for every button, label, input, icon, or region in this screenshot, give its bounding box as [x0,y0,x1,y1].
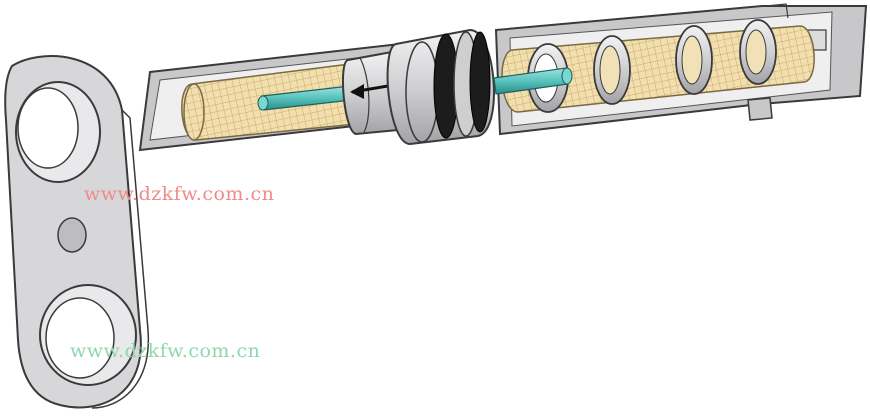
outlet-filter-screen [501,25,815,113]
o-ring-seal [386,28,495,146]
watermark-lower: www.dzkfw.com.cn [70,340,261,362]
mounting-flange [4,55,150,409]
metering-spool-rings [527,19,777,113]
outlet-pin [493,67,573,95]
flow-arrow-icon [350,84,389,99]
flange-center-hole [57,217,87,253]
watermark-upper: www.dzkfw.com.cn [84,183,275,205]
